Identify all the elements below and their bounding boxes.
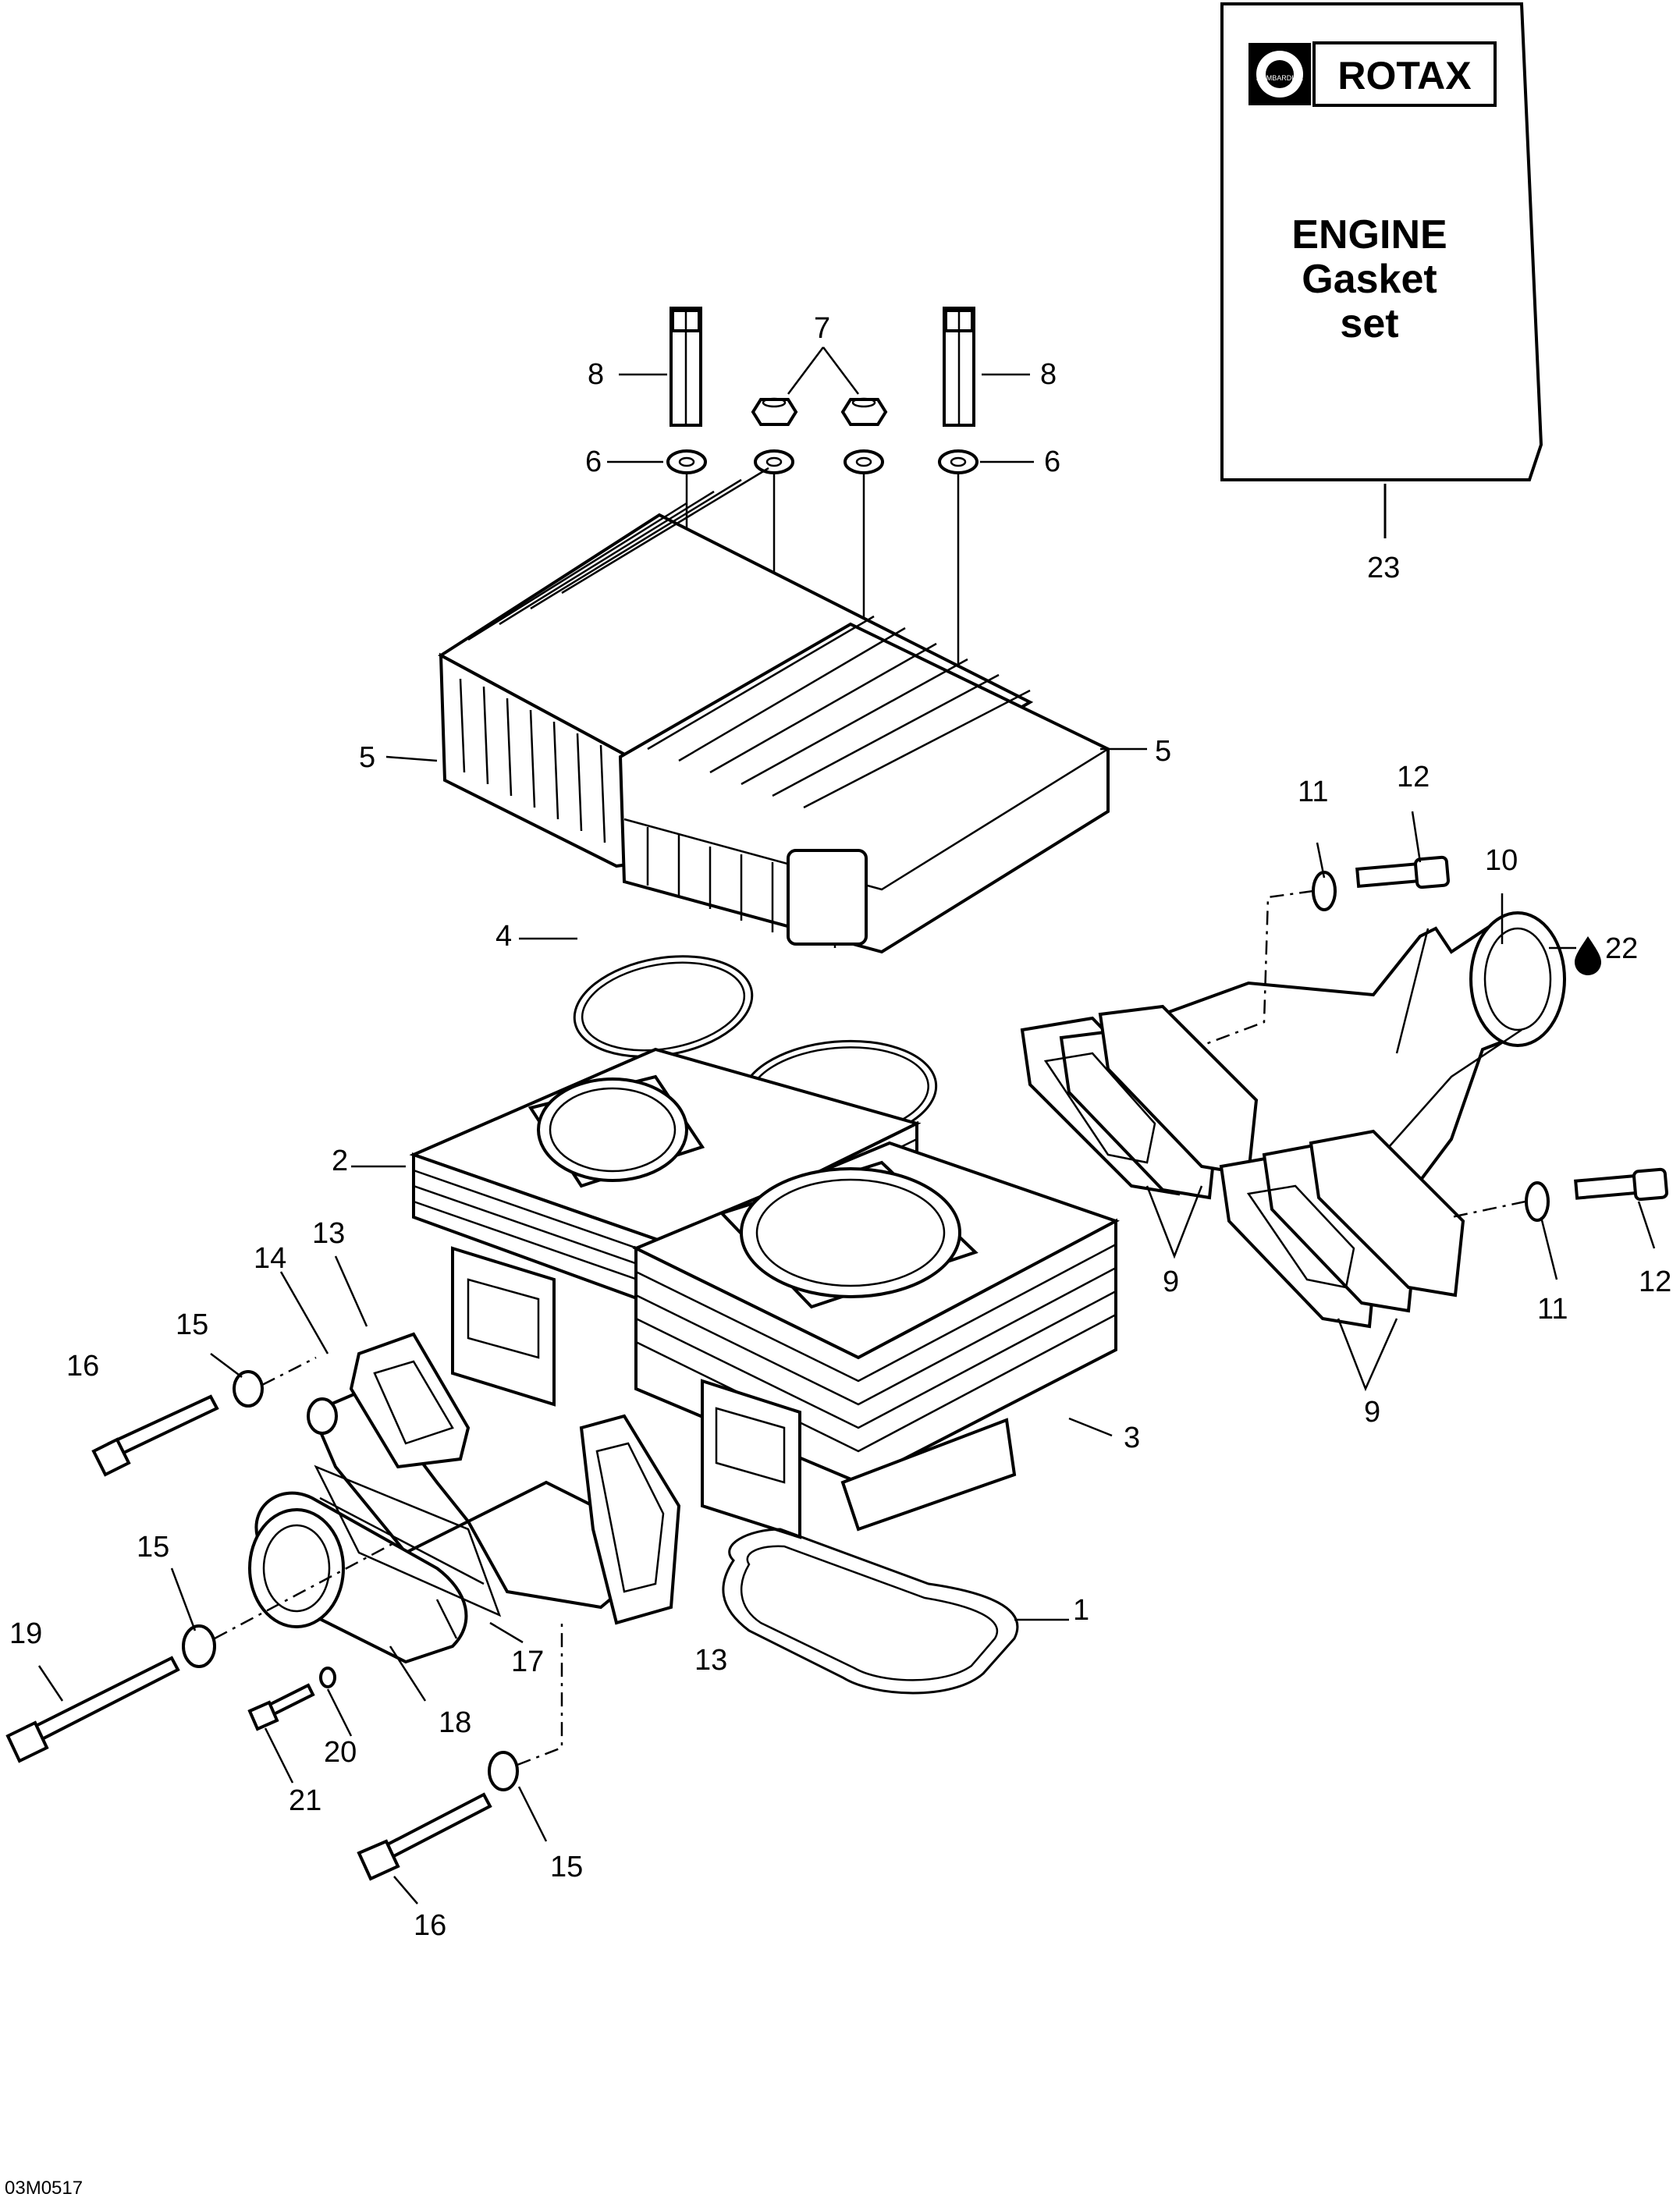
callout-15b: 15 (137, 1531, 169, 1564)
gasket-line-3: set (1340, 301, 1398, 346)
callout-7: 7 (814, 312, 830, 345)
nut-left (751, 397, 798, 426)
callout-16a: 16 (66, 1350, 99, 1383)
callout-11a: 11 (1298, 776, 1328, 808)
callout-16b: 16 (414, 1909, 446, 1942)
intake-gasket-13b (579, 1414, 681, 1625)
bolt-19 (5, 1539, 399, 1763)
callout-6b: 6 (1044, 446, 1060, 478)
callout-labels: 1 2 3 4 5 5 6 6 7 8 8 9 9 10 11 11 12 12… (9, 312, 1671, 1942)
nut-right (840, 397, 888, 426)
callout-13b: 13 (694, 1644, 727, 1677)
base-gasket (722, 1528, 1019, 1695)
callout-14: 14 (254, 1242, 286, 1275)
brand-name: ROTAX (1337, 54, 1471, 98)
callout-8b: 8 (1040, 358, 1057, 391)
gasket-17 (314, 1464, 502, 1617)
bolt-upper-right (1201, 855, 1450, 1047)
callout-12b: 12 (1639, 1266, 1671, 1298)
callout-5b: 5 (1155, 735, 1171, 768)
callout-20: 20 (324, 1736, 357, 1769)
bolt-16-upper (91, 1356, 317, 1477)
callout-23: 23 (1367, 552, 1400, 584)
callout-22-group: 22 (1575, 932, 1638, 975)
callout-4: 4 (495, 920, 512, 953)
callout-10: 10 (1485, 844, 1518, 877)
washers (666, 449, 979, 474)
callout-22: 22 (1605, 932, 1638, 965)
bolt-16-lower (357, 1623, 563, 1881)
callout-9a: 9 (1163, 1266, 1179, 1298)
callout-13a: 13 (312, 1217, 345, 1250)
bolt-lower-right (1451, 1167, 1668, 1222)
callout-19: 19 (9, 1617, 42, 1650)
cylinder-head-front (618, 615, 1110, 954)
callout-2: 2 (332, 1145, 348, 1177)
cylinder-front (632, 1141, 1121, 1539)
callout-17: 17 (511, 1645, 544, 1678)
drawing-code: 03M0517 (5, 2178, 83, 2199)
gasket-set-box: BOMBARDIER ROTAX ENGINE Gasket set (1220, 2, 1543, 538)
intake-gasket-13 (349, 1332, 471, 1469)
callout-8a: 8 (588, 358, 604, 391)
callout-3: 3 (1124, 1422, 1140, 1454)
callout-12a: 12 (1397, 761, 1430, 793)
exhaust-manifold (1160, 911, 1566, 1219)
leader-lines (37, 346, 1656, 1905)
bolt-21 (247, 1667, 336, 1731)
stud-right (943, 307, 975, 427)
callout-11b: 11 (1537, 1293, 1568, 1326)
callout-1: 1 (1073, 1594, 1089, 1627)
callout-18: 18 (439, 1706, 471, 1739)
gasket-line-2: Gasket (1302, 257, 1437, 302)
callout-9b: 9 (1364, 1396, 1380, 1429)
callout-5a: 5 (359, 741, 375, 774)
bombardier-logo: BOMBARDIER (1248, 41, 1497, 107)
logo-text: BOMBARDIER (1256, 74, 1304, 82)
callout-6a: 6 (585, 446, 602, 478)
drop-icon (1575, 936, 1601, 975)
exhaust-gaskets-upper (1020, 1004, 1259, 1200)
gasket-line-1: ENGINE (1291, 212, 1447, 257)
callout-21: 21 (289, 1784, 321, 1817)
callout-15a: 15 (176, 1308, 208, 1341)
stud-left (670, 307, 702, 427)
callout-15c: 15 (550, 1851, 583, 1883)
exhaust-gaskets-lower (1219, 1129, 1465, 1329)
